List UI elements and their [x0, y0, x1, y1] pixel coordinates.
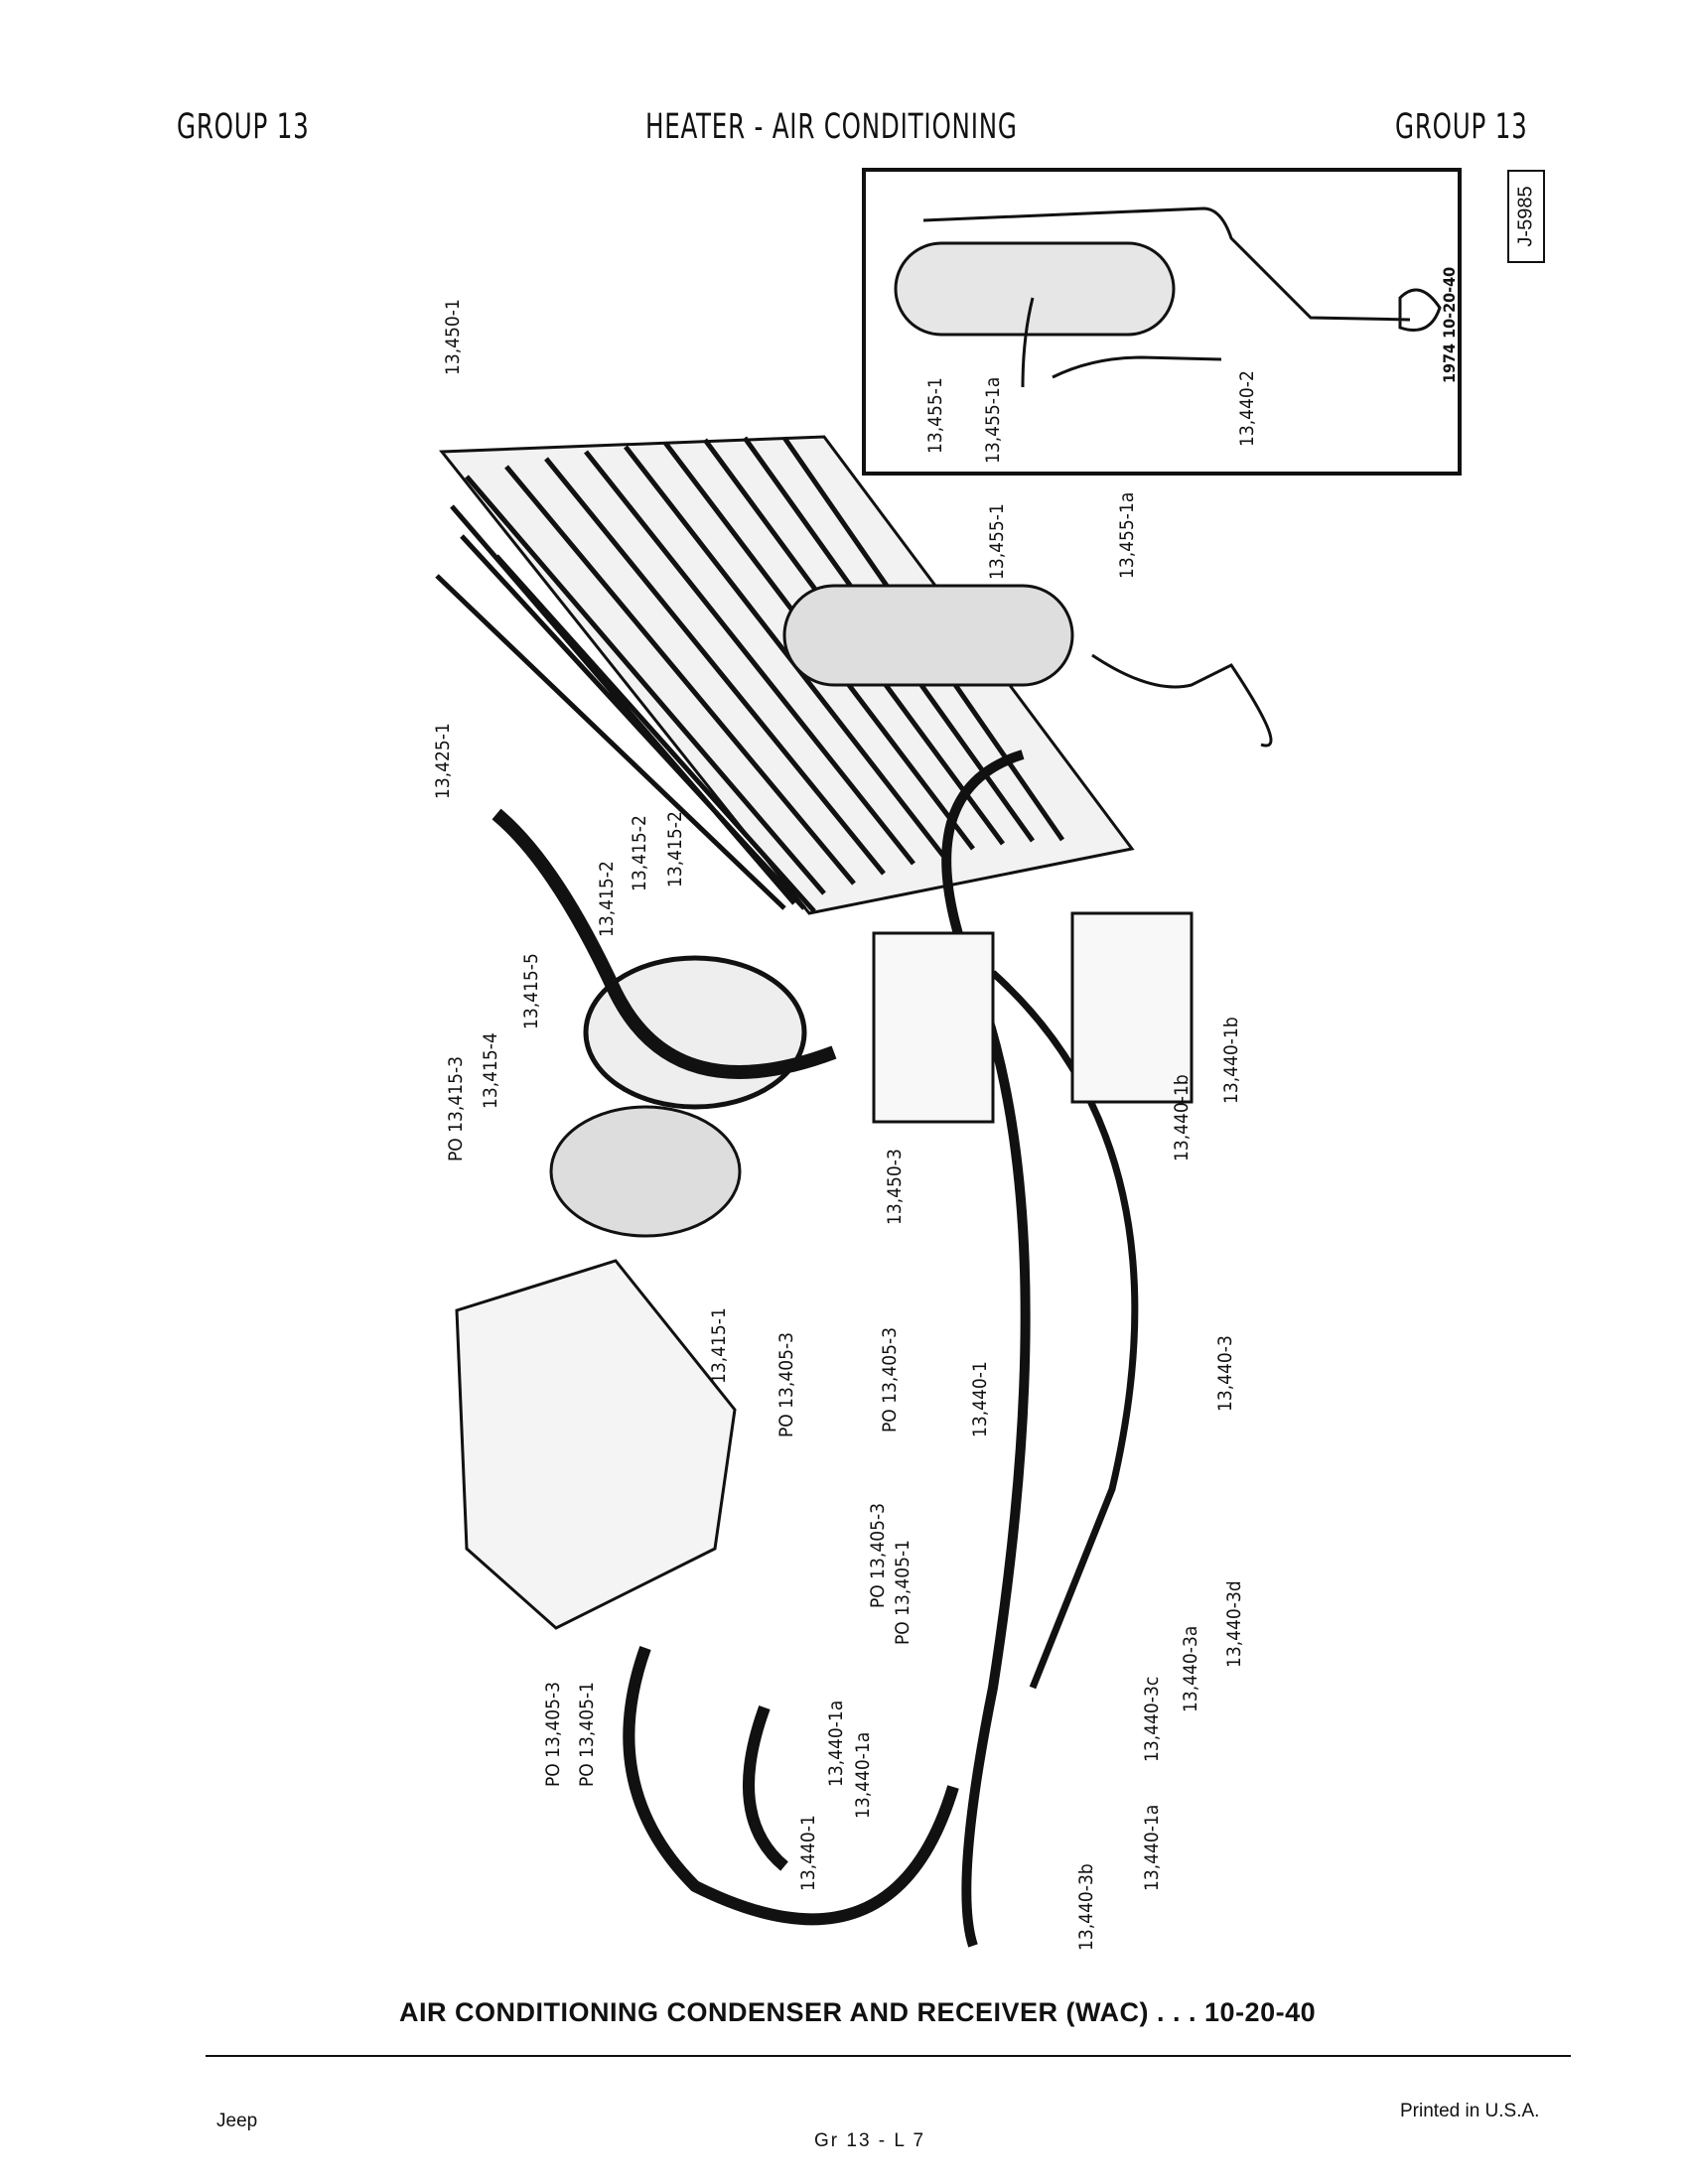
callout: 13,415-2 [629, 815, 650, 891]
inset-date-code: 1974 10-20-40 [1440, 267, 1459, 383]
callout: PO 13,415-3 [445, 1056, 467, 1161]
printed-in: Printed in U.S.A. [1400, 2101, 1540, 2121]
callout: 13,415-2 [664, 811, 686, 887]
compressor-drawing [455, 1259, 737, 1630]
receiver-drawing [782, 584, 1074, 687]
callout: 13,415-2 [596, 861, 618, 937]
inset-label-1: 13,455-1 [924, 377, 946, 454]
callout: 13,440-3b [1075, 1863, 1097, 1951]
callout: 13,440-3d [1223, 1580, 1245, 1668]
callout: 13,415-4 [480, 1032, 501, 1109]
figure-caption: AIR CONDITIONING CONDENSER AND RECEIVER … [399, 1997, 1317, 2027]
header-group-left: GROUP 13 [177, 107, 310, 147]
callout: PO 13,405-3 [775, 1332, 797, 1437]
callout: 13,440-1a [852, 1732, 874, 1819]
callout: 13,415-5 [520, 953, 542, 1029]
callout: 13,450-3 [884, 1149, 906, 1225]
clutch-pulley-drawing [583, 955, 807, 1110]
inset-label-3: 13,440-2 [1236, 370, 1258, 447]
callout: PO 13,405-3 [879, 1327, 901, 1433]
callout: 13,415-1 [708, 1307, 730, 1384]
drawing-number-stamp: J-5985 [1507, 170, 1545, 263]
hose-drawing [941, 750, 1031, 1948]
callout: 13,455-1 [986, 503, 1008, 580]
callout: 13,440-1 [969, 1361, 991, 1437]
callout: 13,440-1 [797, 1815, 819, 1891]
callout: 13,455-1a [1116, 492, 1138, 579]
inset-label-2: 13,455-1a [982, 377, 1004, 464]
inset-box [862, 168, 1462, 476]
callout: 13,440-1b [1171, 1074, 1193, 1161]
callout: 13,425-1 [432, 723, 454, 799]
callout: 13,440-1a [825, 1701, 847, 1787]
page-title: HEATER - AIR CONDITIONING [645, 107, 1018, 147]
footer-rule [206, 2055, 1571, 2057]
callout: PO 13,405-1 [892, 1540, 914, 1645]
page-number: Gr 13 - L 7 [814, 2130, 926, 2151]
header-group-right: GROUP 13 [1395, 107, 1528, 147]
footer-brand: Jeep [216, 2111, 258, 2131]
callout: 13,440-3c [1141, 1677, 1163, 1762]
callout: 13,440-1a [1141, 1805, 1163, 1891]
inset-receiver-drawing [894, 241, 1176, 337]
inset-line-drawing [922, 206, 1442, 388]
callout: PO 13,405-3 [542, 1682, 564, 1787]
callout: 13,450-1 [442, 299, 464, 375]
callout: PO 13,405-1 [576, 1682, 598, 1787]
callout: 13,440-1b [1220, 1017, 1242, 1104]
callout: PO 13,405-3 [867, 1503, 889, 1608]
callout: 13,440-3 [1214, 1335, 1236, 1412]
callout: 13,440-3a [1180, 1626, 1201, 1712]
